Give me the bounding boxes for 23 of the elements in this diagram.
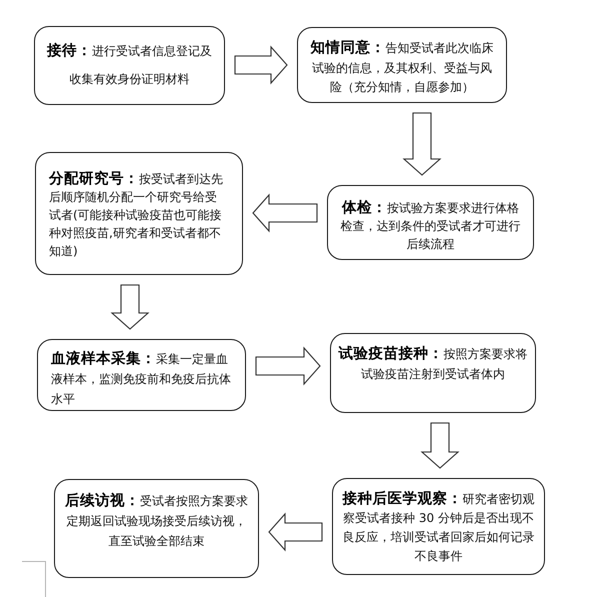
block-arrow xyxy=(255,346,321,386)
process-box xyxy=(297,27,507,103)
step-text: 血液样本采集：采集一定量血液样本，监测免疫前和免疫后抗体水平 xyxy=(51,350,232,408)
block-arrow xyxy=(268,512,323,552)
process-box xyxy=(54,479,259,578)
step-text: 后续访视：受试者按照方案要求定期返回试验现场接受后续访视，直至试验全部结束 xyxy=(64,491,249,550)
step-text: 知情同意：告知受试者此次临床试验的信息，及其权利、受益与风险（充分知情，自愿参加） xyxy=(310,39,494,96)
process-box xyxy=(330,333,536,413)
step-text: 接种后医学观察：研究者密切观察受试者接种 30 分钟后是否出现不良反应，培训受试者回家后如何记录不良事件 xyxy=(341,490,536,565)
step-text: 分配研究号：按受试者到达先后顺序随机分配一个研究号给受试者(可能接种试验疫苗也可能接种对照疫苗,研究者和受试者都不知道) xyxy=(49,170,224,260)
step-text: 体检：按试验方案要求进行体格检查，达到条件的受试者才可进行后续流程 xyxy=(340,199,522,253)
block-arrow xyxy=(420,422,460,469)
step-text: 接待：进行受试者信息登记及收集有效身份证明材料 xyxy=(46,42,213,88)
process-box xyxy=(327,185,534,260)
process-box xyxy=(35,152,243,275)
process-box xyxy=(34,26,225,105)
block-arrow xyxy=(402,112,442,176)
step-text: 试验疫苗接种：按照方案要求将试验疫苗注射到受试者体内 xyxy=(338,344,528,383)
process-box xyxy=(37,339,246,411)
process-box xyxy=(332,478,545,575)
block-arrow xyxy=(110,284,150,330)
block-arrow xyxy=(252,194,318,232)
block-arrow xyxy=(234,46,288,84)
